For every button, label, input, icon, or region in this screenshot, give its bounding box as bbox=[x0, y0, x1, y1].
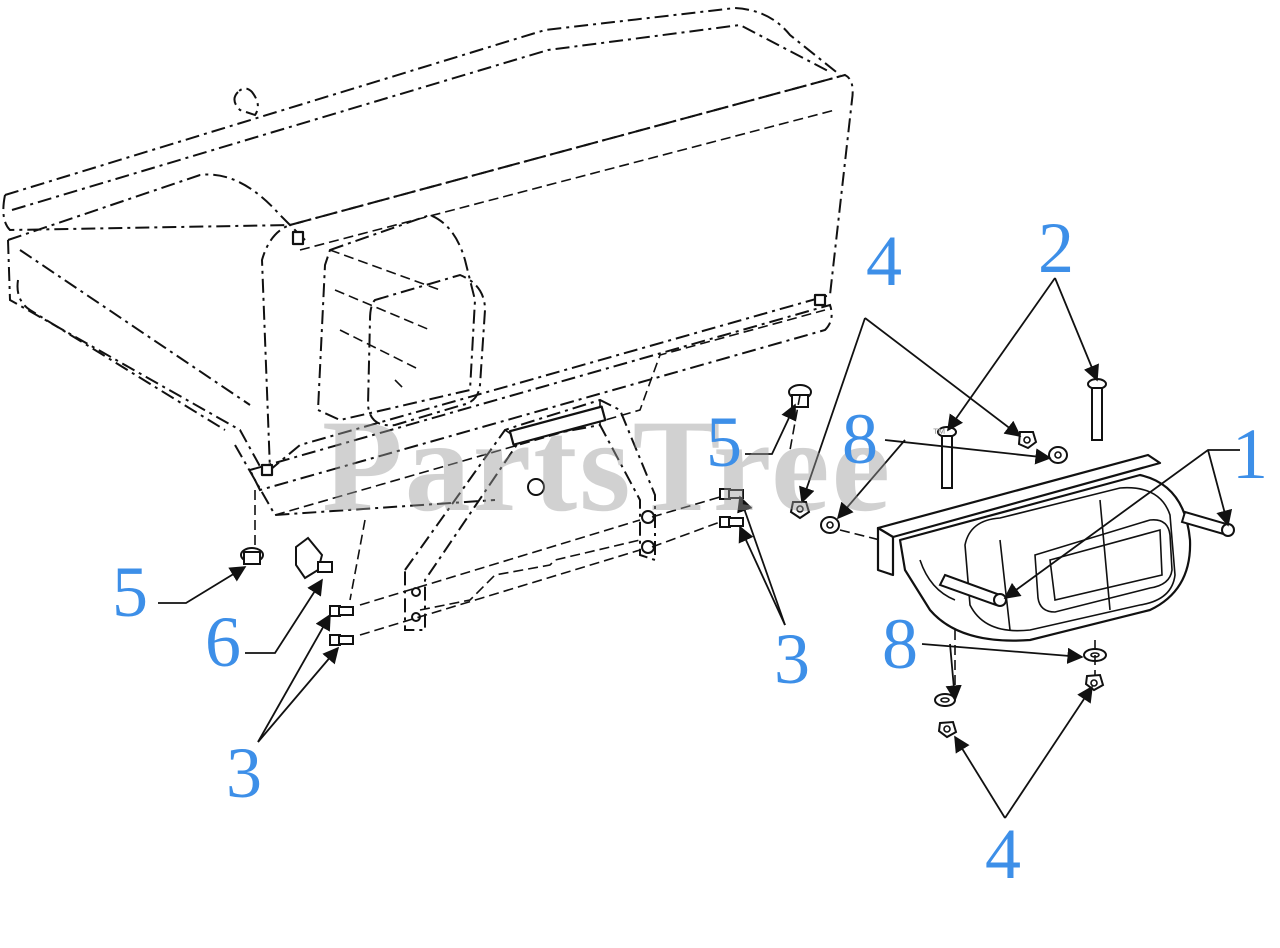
mount-bracket bbox=[404, 398, 656, 631]
knob-6 bbox=[295, 536, 333, 580]
callout-1: 1 bbox=[1232, 414, 1268, 494]
callouts: 1 2 3 3 4 4 5 5 6 8 8 bbox=[112, 208, 1268, 894]
watermark-text: PartsTree bbox=[322, 392, 892, 539]
callout-8-top: 8 bbox=[842, 399, 878, 479]
nut-4d bbox=[1084, 673, 1105, 692]
leader-lines bbox=[158, 277, 1240, 819]
watermark: PartsTree ™ bbox=[322, 392, 946, 539]
hardware bbox=[240, 378, 1107, 739]
flange-nut-5b bbox=[240, 547, 264, 565]
callout-2: 2 bbox=[1038, 208, 1074, 288]
grass-bagger-hopper bbox=[2, 6, 854, 517]
callout-4-bottom: 4 bbox=[985, 814, 1021, 894]
callout-3-left: 3 bbox=[226, 733, 262, 813]
watermark-trademark: ™ bbox=[932, 425, 946, 441]
centerlines bbox=[254, 394, 1096, 700]
washer-8b bbox=[820, 516, 840, 534]
carriage-bolt-right bbox=[1087, 378, 1107, 441]
callout-5-left: 5 bbox=[112, 552, 148, 632]
nut-4a bbox=[1017, 431, 1038, 450]
bolt-3a bbox=[719, 488, 744, 500]
deflector-assembly bbox=[876, 453, 1235, 642]
callout-8-bottom: 8 bbox=[882, 604, 918, 684]
callout-4-top: 4 bbox=[866, 221, 902, 301]
callout-3-center: 3 bbox=[774, 619, 810, 699]
nut-4c bbox=[937, 720, 958, 739]
washer-8d bbox=[934, 693, 956, 707]
callout-6: 6 bbox=[205, 602, 241, 682]
callout-5-center: 5 bbox=[706, 402, 742, 482]
bolt-3b bbox=[719, 516, 744, 528]
bolt-3d bbox=[329, 634, 354, 646]
bolt-3c bbox=[329, 605, 354, 617]
washer-8a bbox=[1048, 446, 1068, 464]
